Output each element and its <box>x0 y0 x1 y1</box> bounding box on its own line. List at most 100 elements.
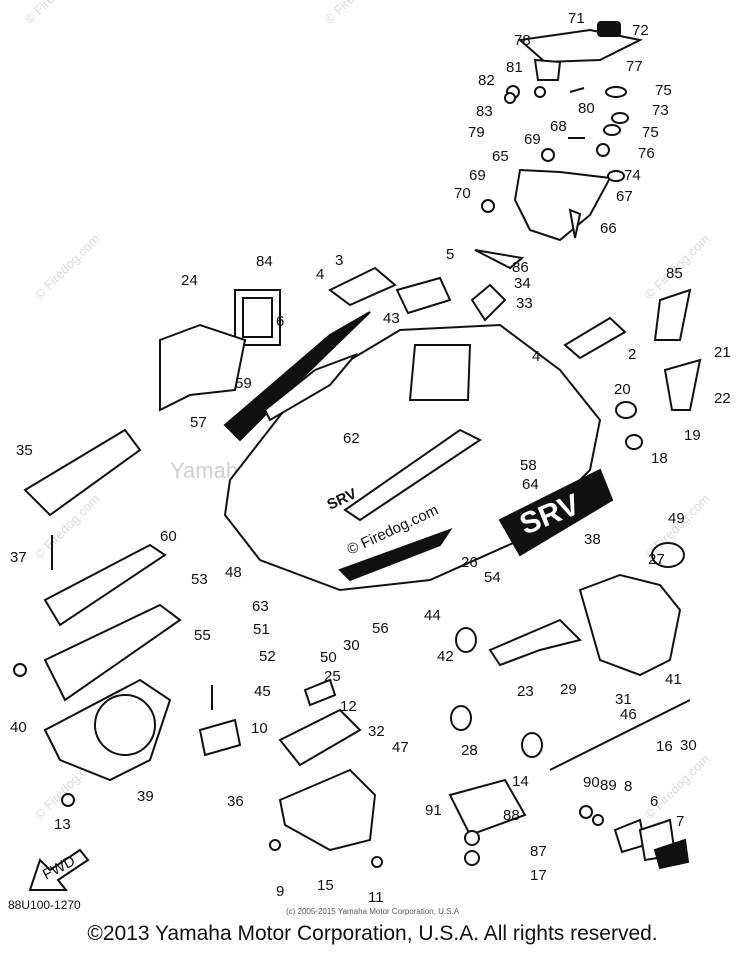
callout-number: 26 <box>461 554 478 571</box>
grip-pad <box>563 316 627 360</box>
callout-number: 59 <box>235 375 252 392</box>
diagram-id-label: 88U100-1270 <box>8 898 81 912</box>
side-bracket <box>488 618 582 667</box>
callout-number: 45 <box>254 683 271 700</box>
clip <box>611 112 629 124</box>
callout-number: 47 <box>392 739 409 756</box>
callout-number: 23 <box>517 683 534 700</box>
grommet <box>625 434 643 450</box>
callout-number: 2 <box>628 346 636 363</box>
nut <box>534 86 546 98</box>
callout-number: 67 <box>616 188 633 205</box>
callout-number: 71 <box>568 10 585 27</box>
callout-number: 10 <box>251 720 268 737</box>
callout-number: 31 <box>615 691 632 708</box>
washer <box>464 830 480 846</box>
callout-number: 7 <box>676 813 684 830</box>
callout-number: 87 <box>530 843 547 860</box>
windshield-decal <box>223 311 371 442</box>
watermark-text: © Firedog.com <box>642 751 713 822</box>
callout-number: 62 <box>343 430 360 447</box>
windshield-decal-inner <box>263 352 359 422</box>
callout-number: 4 <box>316 266 324 283</box>
callout-number: 75 <box>655 82 672 99</box>
callout-number: 72 <box>632 22 649 39</box>
washer <box>607 170 625 182</box>
grip-pad <box>395 276 452 315</box>
callout-number: 60 <box>160 528 177 545</box>
callout-number: 83 <box>476 103 493 120</box>
callout-number: 64 <box>522 476 539 493</box>
callout-number: 32 <box>368 723 385 740</box>
bracket <box>663 358 702 411</box>
belt-guard-boss <box>94 694 156 756</box>
callout-number: 40 <box>10 719 27 736</box>
callout-number: 43 <box>383 310 400 327</box>
callout-number: 3 <box>335 252 343 269</box>
grip-pad <box>328 266 397 307</box>
callout-number: 70 <box>454 185 471 202</box>
washer <box>269 839 281 851</box>
callout-number: 30 <box>343 637 360 654</box>
callout-number: 25 <box>324 668 341 685</box>
grip-pads <box>234 249 702 411</box>
rail <box>43 543 167 627</box>
callout-number: 20 <box>614 381 631 398</box>
callout-number: 86 <box>512 259 529 276</box>
callout-number: 5 <box>446 246 454 263</box>
bottom-parts <box>198 401 691 870</box>
callout-number: 69 <box>469 167 486 184</box>
watermark-text: © Firedog.com <box>32 231 103 302</box>
callout-number: 75 <box>642 124 659 141</box>
callout-number: 11 <box>368 889 384 906</box>
callout-number: 44 <box>424 607 441 624</box>
vent-cover <box>470 283 507 322</box>
callout-number: 24 <box>181 272 198 289</box>
box-cover <box>448 778 527 837</box>
headlight-housing <box>513 168 612 242</box>
callout-number: 52 <box>259 648 276 665</box>
callout-number: 57 <box>190 414 207 431</box>
callout-number: 36 <box>227 793 244 810</box>
callout-number: 18 <box>651 450 668 467</box>
callout-number: 46 <box>620 706 637 723</box>
callout-number: 63 <box>252 598 269 615</box>
callout-number: 58 <box>520 457 537 474</box>
rubber-mount <box>521 732 543 758</box>
washer <box>464 850 480 866</box>
callout-number: 56 <box>372 620 389 637</box>
left-panels <box>13 323 247 807</box>
footer-copyright: ©2013 Yamaha Motor Corporation, U.S.A. A… <box>87 922 658 945</box>
callout-number: 17 <box>530 867 547 884</box>
nut <box>13 663 27 677</box>
callout-number: 22 <box>714 390 731 407</box>
callout-number: 28 <box>461 742 478 759</box>
callout-number: 8 <box>624 778 632 795</box>
callout-number: 65 <box>492 148 509 165</box>
inner-panel <box>159 323 247 412</box>
callout-number: 80 <box>578 100 595 117</box>
callout-number: 73 <box>652 102 669 119</box>
grommet <box>615 401 637 419</box>
gauge-lens <box>242 297 273 338</box>
callout-number: 76 <box>638 145 655 162</box>
callout-number: 42 <box>437 648 454 665</box>
side-cover-body <box>578 573 682 677</box>
callout-number: 81 <box>506 59 523 76</box>
callout-number: 39 <box>137 788 154 805</box>
rubber-mount <box>455 627 477 653</box>
watermark-text: © Firedog.com <box>322 0 393 27</box>
callout-number: 34 <box>514 275 531 292</box>
callout-number: 13 <box>54 816 71 833</box>
grommet <box>541 148 555 162</box>
callout-number: 51 <box>253 621 270 638</box>
plate-dark <box>653 838 690 870</box>
dash-cluster <box>481 21 644 242</box>
callout-number: 35 <box>16 442 33 459</box>
bracket-plate <box>278 768 377 852</box>
callout-number: 33 <box>516 295 533 312</box>
callout-number: 21 <box>714 344 731 361</box>
belly-pan <box>43 603 182 702</box>
callout-number: 79 <box>468 124 485 141</box>
